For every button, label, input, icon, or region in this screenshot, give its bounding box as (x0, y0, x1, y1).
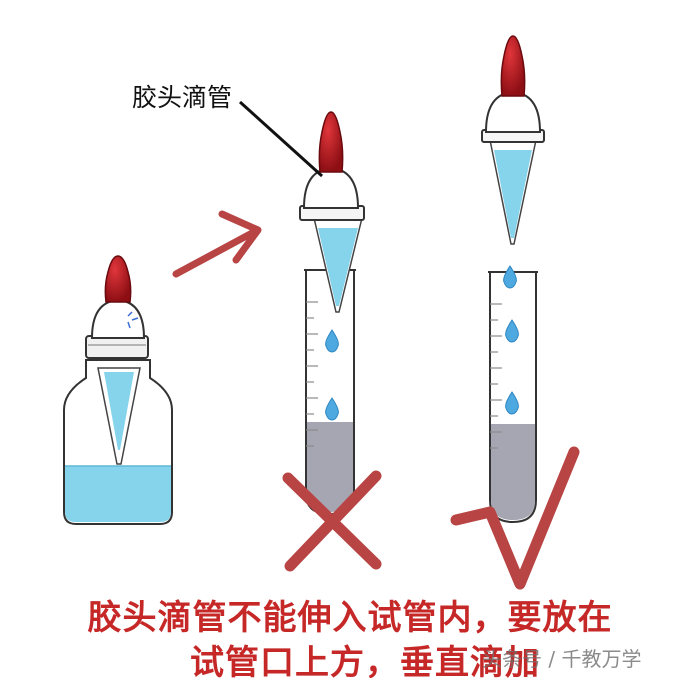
water-drops-correct (503, 265, 519, 415)
arrow-icon (172, 210, 262, 278)
water-drop-icon (505, 319, 519, 343)
caption-line-2: 试管口上方，垂直滴加 (190, 643, 540, 678)
test-tube-wrong (304, 269, 356, 516)
water-drop-icon (503, 265, 517, 289)
water-drop-icon (325, 329, 339, 353)
caption-line-1: 胶头滴管不能伸入试管内，要放在 (87, 598, 613, 638)
graduation-marks (490, 303, 502, 449)
dropper-callout-label: 胶头滴管 (132, 83, 233, 112)
bottle-liquid (65, 466, 171, 522)
graduation-marks (306, 301, 318, 447)
dropper-wrong (299, 111, 365, 313)
callout-line (238, 100, 324, 178)
water-drop-icon (505, 391, 519, 415)
water-drop-icon (325, 397, 339, 421)
dropper-correct (481, 35, 545, 245)
water-drops-wrong (325, 329, 339, 421)
bottle-stopper-ring (85, 335, 149, 359)
check-mark-icon (450, 446, 580, 590)
cross-mark-icon (282, 470, 382, 572)
bottle-dropper (90, 255, 146, 465)
watermark: 头条号 / 千教万学 (482, 647, 642, 671)
